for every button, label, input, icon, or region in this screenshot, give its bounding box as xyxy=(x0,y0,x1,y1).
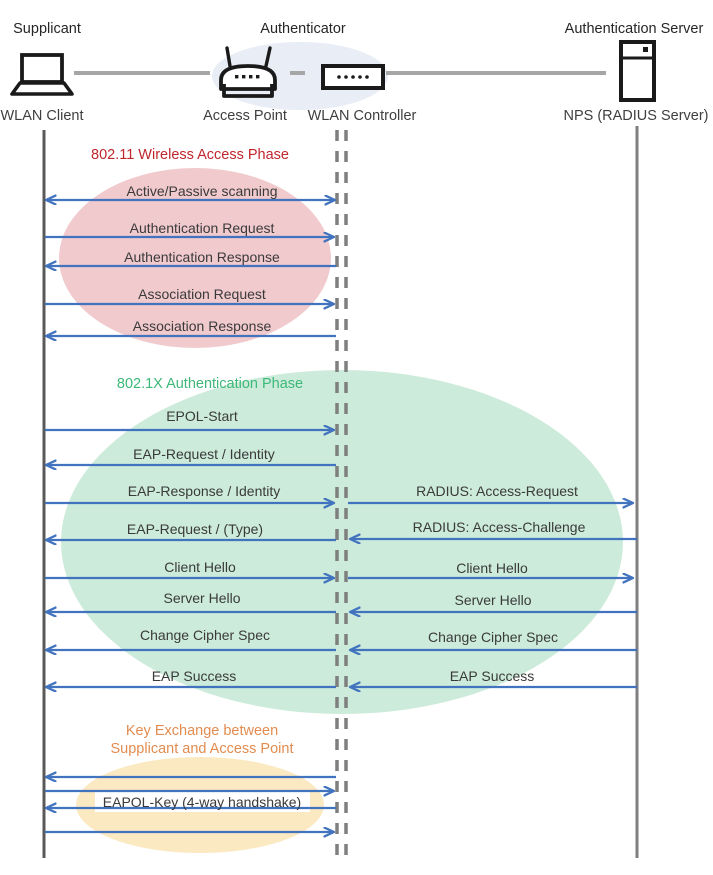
msg-authentication-request: Authentication Request xyxy=(129,220,275,236)
msg-eap-success-left: EAP Success xyxy=(151,668,237,684)
msg-radius-access-challenge: RADIUS: Access-Challenge xyxy=(412,519,586,535)
phase3-title-line1: Key Exchange between xyxy=(125,723,279,739)
laptop-icon xyxy=(10,53,74,96)
msg-radius-access-request: RADIUS: Access-Request xyxy=(416,483,578,499)
msg-eap-request-type: EAP-Request / (Type) xyxy=(126,521,264,537)
msg-change-cipher-right: Change Cipher Spec xyxy=(428,629,558,645)
msg-active-passive-scanning: Active/Passive scanning xyxy=(126,183,278,199)
phase1-title: 802.11 Wireless Access Phase xyxy=(91,147,289,163)
msg-epol-start: EPOL-Start xyxy=(166,408,238,424)
device-access-point: Access Point xyxy=(203,108,287,124)
server-icon xyxy=(619,40,656,102)
phase2-title: 802.1X Authentication Phase xyxy=(116,376,304,392)
msg-client-hello-right: Client Hello xyxy=(456,560,528,576)
msg-server-hello-right: Server Hello xyxy=(454,592,532,608)
msg-eap-request-identity: EAP-Request / Identity xyxy=(133,446,275,462)
role-supplicant: Supplicant xyxy=(13,21,81,37)
msg-client-hello-left: Client Hello xyxy=(164,559,236,575)
msg-association-request: Association Request xyxy=(138,286,266,302)
msg-eapol-key: EAPOL-Key (4-way handshake) xyxy=(102,794,302,810)
msg-server-hello-left: Server Hello xyxy=(163,590,241,606)
device-wlan-controller: WLAN Controller xyxy=(307,108,417,124)
msg-eap-response-identity: EAP-Response / Identity xyxy=(127,483,281,499)
device-wlan-client: WLAN Client xyxy=(0,108,84,124)
msg-change-cipher-left: Change Cipher Spec xyxy=(140,627,270,643)
msg-eap-success-right: EAP Success xyxy=(449,668,535,684)
device-nps-radius-server: NPS (RADIUS Server) xyxy=(563,108,709,124)
msg-association-response: Association Response xyxy=(132,318,272,334)
role-authenticator: Authenticator xyxy=(260,21,346,37)
phase3-title-line2: Supplicant and Access Point xyxy=(110,741,294,757)
phase2-ellipse xyxy=(61,370,623,714)
access-point-icon xyxy=(219,46,277,98)
message-arrows xyxy=(45,200,637,832)
authenticator-ellipse xyxy=(212,42,388,110)
msg-authentication-response: Authentication Response xyxy=(124,249,280,265)
role-authentication-server: Authentication Server xyxy=(564,21,704,37)
wlan-controller-icon xyxy=(321,64,385,90)
